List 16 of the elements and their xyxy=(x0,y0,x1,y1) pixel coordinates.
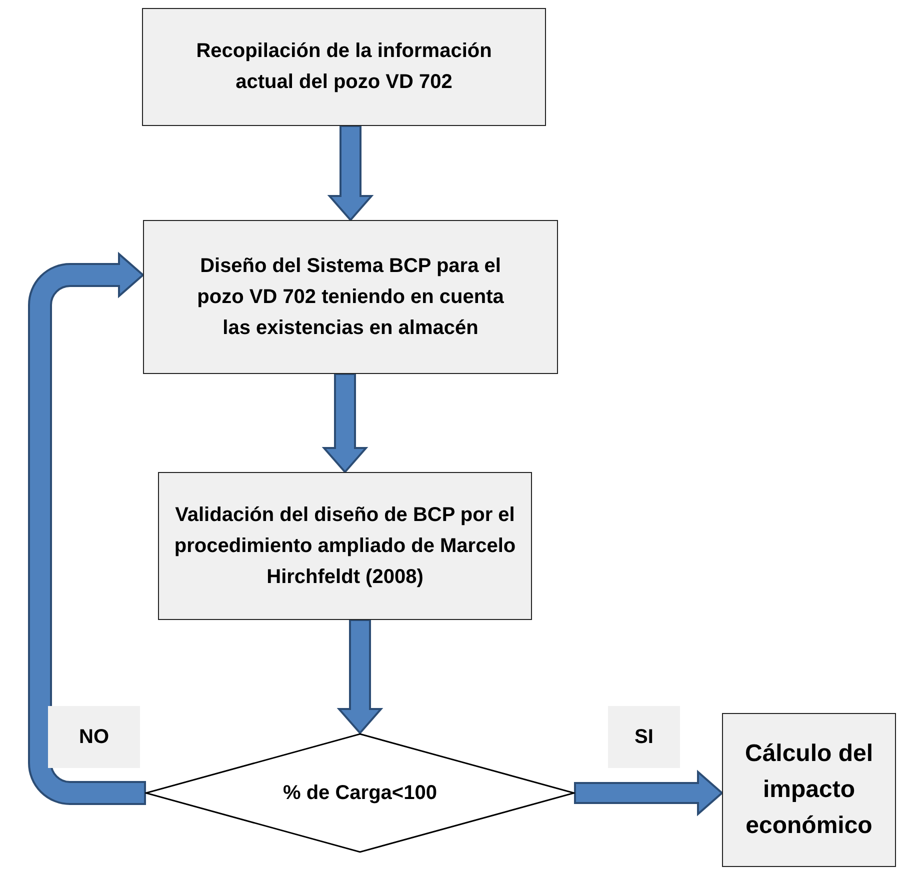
block-arrow xyxy=(574,770,724,816)
note-label: SI xyxy=(608,706,680,768)
block-arrow xyxy=(322,373,368,474)
block-arrow xyxy=(327,125,374,222)
process-box xyxy=(142,8,546,126)
box-text: Diseño del Sistema BCP para el pozo VD 702 teniendo en cuenta las existencias en almacén xyxy=(196,254,505,340)
box-text: Recopilación de la información actual del pozo VD 702 xyxy=(195,39,493,95)
box-text: Cálculo del impacto económico xyxy=(744,739,874,841)
decision-text: % de Carga<100 xyxy=(283,780,437,806)
block-arrow xyxy=(336,619,384,735)
process-box xyxy=(722,713,896,867)
process-box xyxy=(158,472,532,620)
box-text: Validación del diseño de BCP por el procedimiento ampliado de Marcelo Hirchfeldt (2008) xyxy=(173,502,517,590)
block-arrow xyxy=(28,253,146,805)
process-box xyxy=(143,220,558,374)
note-label: NO xyxy=(48,706,140,768)
